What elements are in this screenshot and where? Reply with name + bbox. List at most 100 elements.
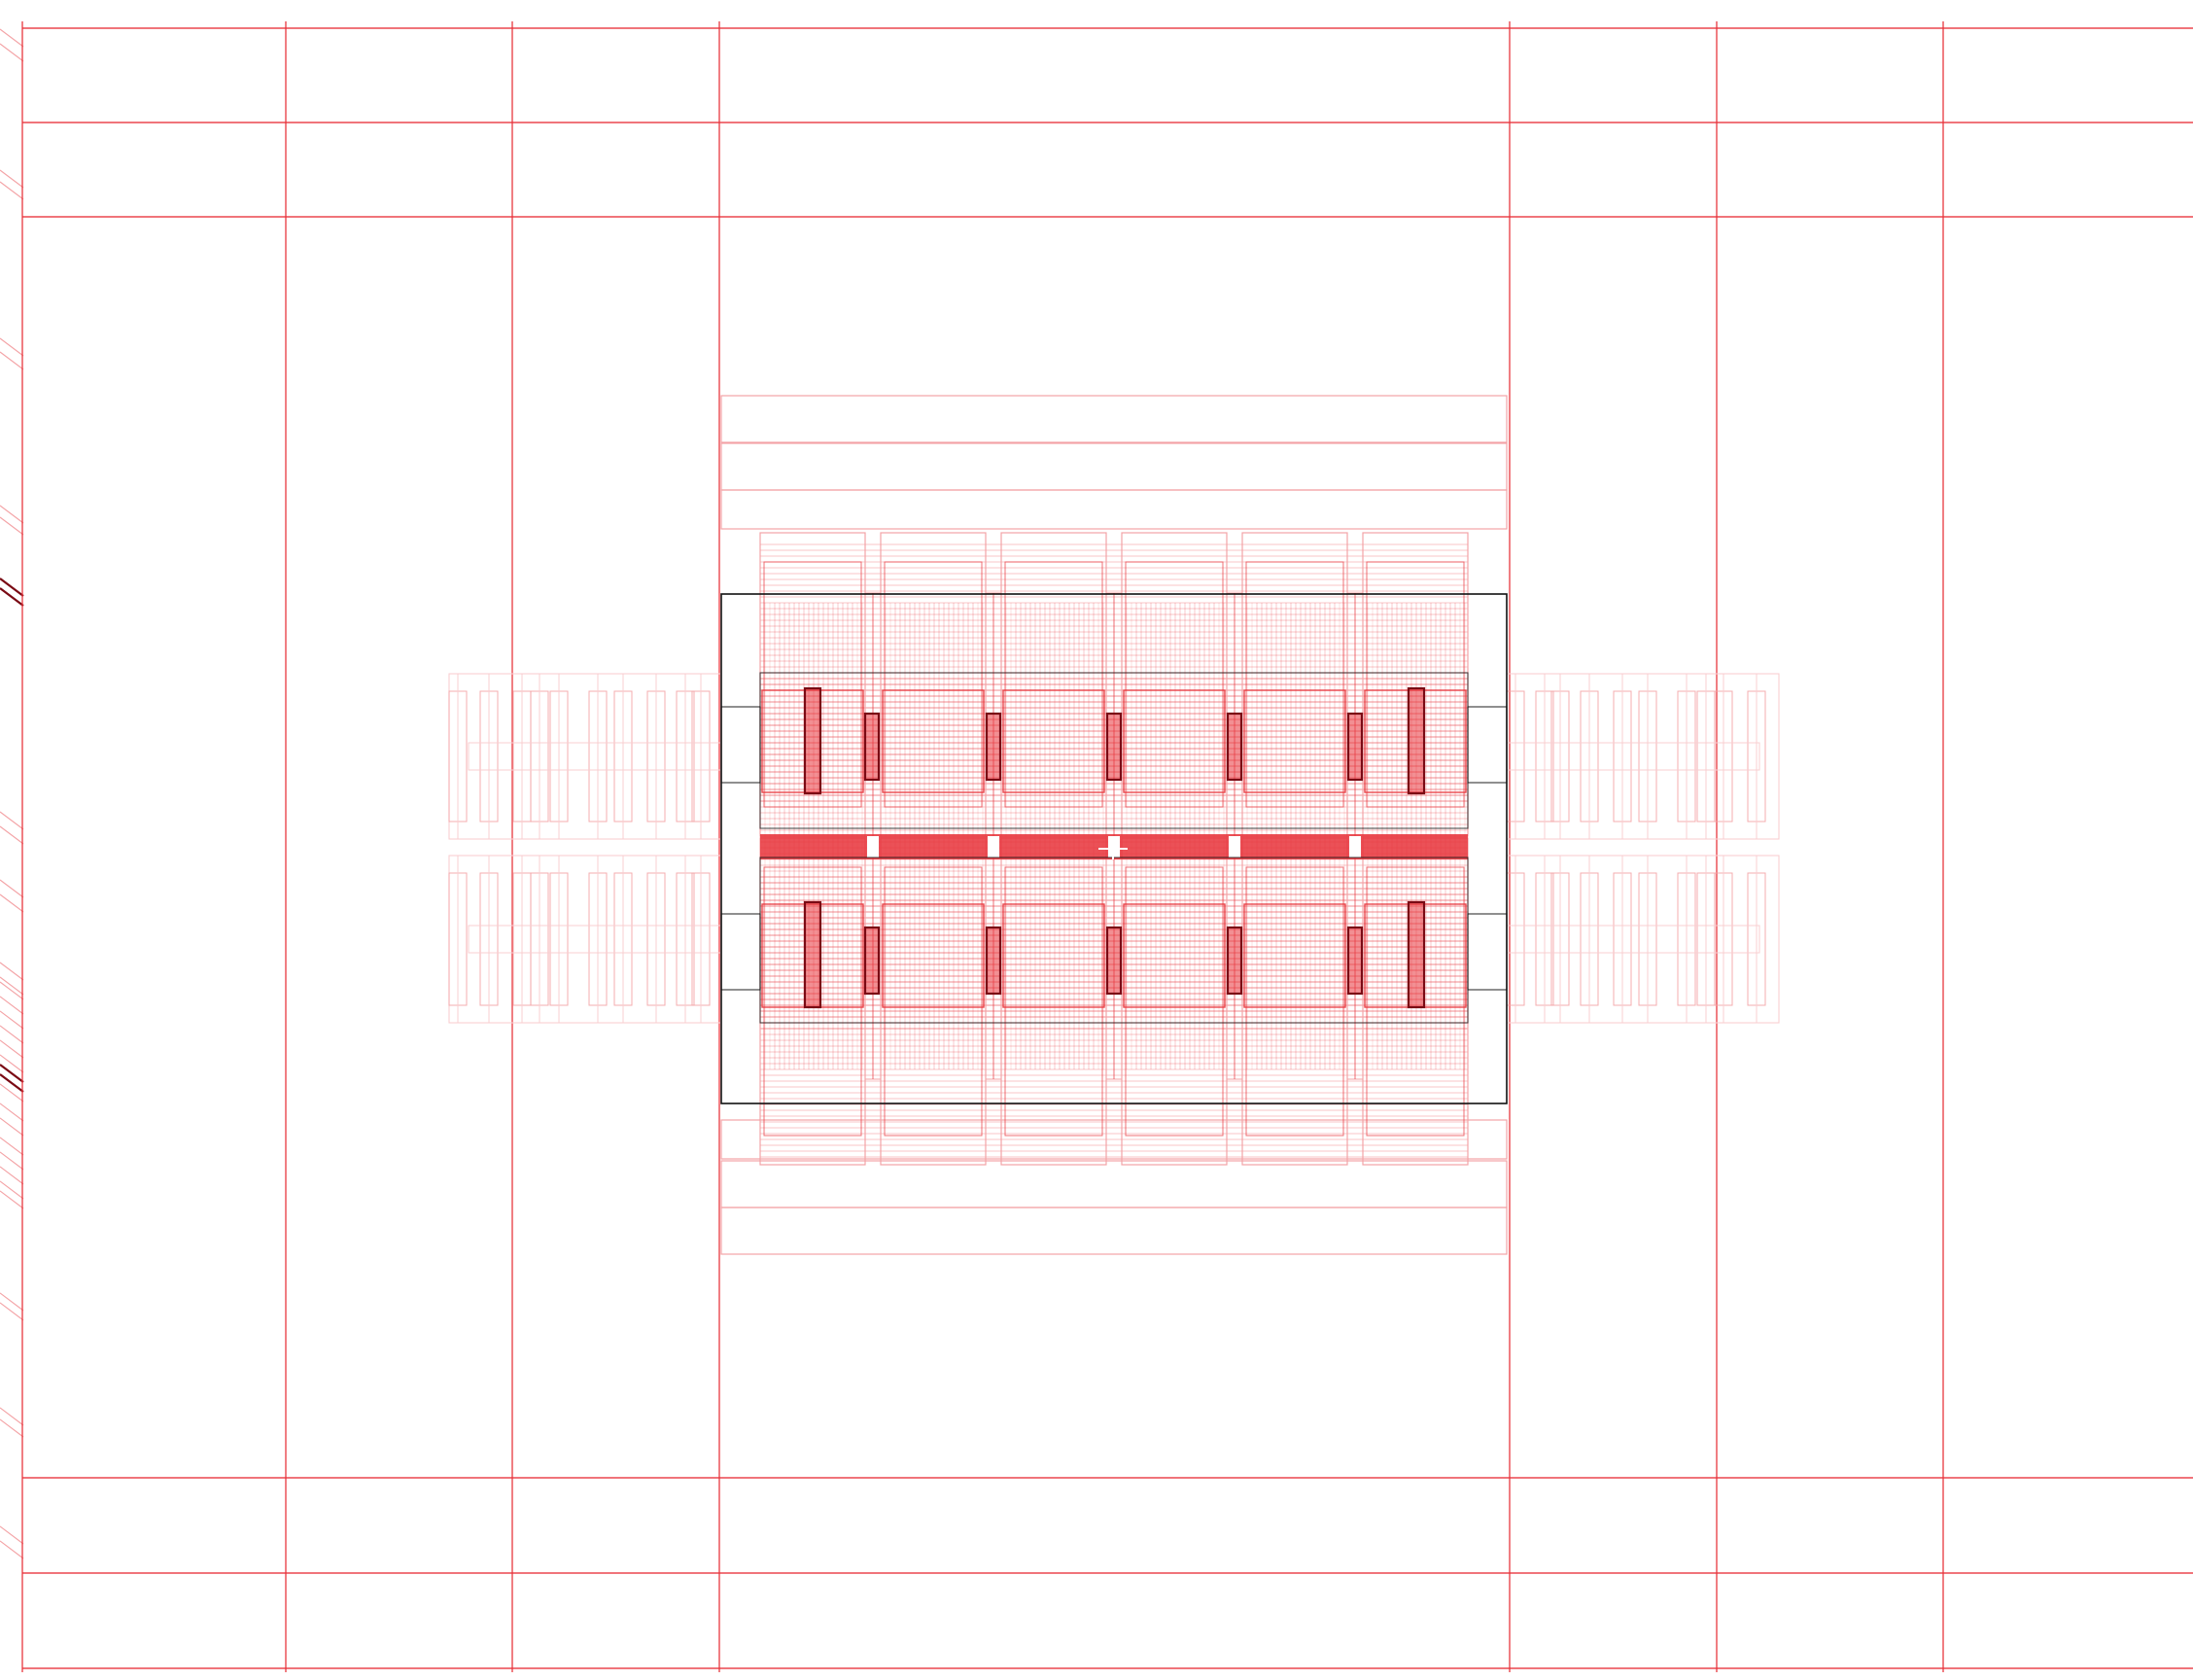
wing-frame [1506,673,1780,840]
left-edge-hatch-marks [0,28,24,1559]
bus-gap [867,836,879,858]
center-band [720,395,1508,443]
contact-pad [803,900,822,1009]
hatch-mark [0,1190,24,1209]
cell-inner [1366,561,1465,808]
device-outline [720,593,1508,1104]
hatch-mark [0,1540,24,1559]
hatch-mark [0,1525,24,1545]
cell-core [882,903,985,1008]
hatch-mark [0,1010,24,1030]
edge-contact-outline [1467,913,1508,991]
center-band [720,442,1508,491]
wing-frame [1506,855,1780,1024]
hatch-mark [0,578,24,597]
hatch-mark [0,893,24,913]
cell-inner [1245,561,1344,808]
cell-inner [763,866,862,1137]
contact-pad [1226,712,1243,782]
hatch-mark [0,879,24,898]
hatch-mark [0,996,24,1015]
hatch-mark [0,1064,24,1083]
hatch-mark [0,976,24,996]
hatch-mark [0,1166,24,1185]
center-band [720,1207,1508,1255]
hatch-mark [0,516,24,536]
contact-pad [1105,926,1123,996]
hatch-mark [0,1117,24,1137]
cell-inner [763,561,862,808]
hatch-mark [0,587,24,607]
hatch-mark [0,825,24,845]
hatch-mark [0,1025,24,1044]
wing-frame [448,855,722,1024]
cell-core [1123,903,1226,1008]
cell-core [1002,903,1105,1008]
cell-core [1002,689,1105,793]
center-band [720,1119,1508,1160]
contact-pad [1407,900,1426,1009]
contact-pad [1105,712,1123,782]
hatch-mark [0,981,24,1000]
edge-contact-outline [1467,706,1508,784]
contact-pad [1346,926,1364,996]
hatch-mark [0,1073,24,1093]
hatch-mark [0,1137,24,1156]
cell-core [882,689,985,793]
cell-inner [1004,866,1103,1137]
hatch-mark [0,169,24,189]
hatch-mark [0,505,24,524]
side-wing-structures [448,673,1780,1024]
center-band [720,489,1508,530]
hatch-mark [0,1039,24,1059]
black-outline-frame [720,593,1508,1104]
hatch-mark [0,1418,24,1438]
cell-core [1123,689,1226,793]
contact-pad [985,712,1002,782]
contact-pad [863,712,881,782]
contact-pad [1226,926,1243,996]
center-band [720,1160,1508,1208]
hatch-mark [0,1151,24,1171]
bus-gap [1349,836,1361,858]
hatch-mark [0,181,24,200]
contact-pad [1407,686,1426,795]
contact-pad [1346,712,1364,782]
outer-grid-lines [21,21,2193,1672]
hatch-mark [0,1180,24,1200]
cell-core [1243,903,1346,1008]
hatch-mark [0,351,24,370]
hatch-mark [0,962,24,981]
cell-inner [1004,561,1103,808]
cell-inner [884,866,983,1137]
wing-rail [468,925,722,954]
cell-inner [1245,866,1344,1137]
cell-inner [1125,561,1224,808]
hatch-mark [0,1083,24,1102]
hatch-mark [0,1102,24,1122]
hatch-mark [0,1054,24,1073]
edge-contact-outline [720,706,761,784]
edge-contact-outline [720,913,761,991]
hatch-mark [0,337,24,357]
cell-inner [884,561,983,808]
hatch-mark [0,43,24,62]
hatch-mark [0,811,24,830]
cell-core [1243,689,1346,793]
hatch-mark [0,28,24,48]
hatch-mark [0,1292,24,1312]
bus-gap [1229,836,1240,858]
hatch-mark [0,1407,24,1426]
contact-pad [863,926,881,996]
bus-gap [988,836,999,858]
hatch-mark [0,1302,24,1321]
wing-frame [448,673,722,840]
center-block-bands [720,395,1508,1255]
contact-pad [803,686,822,795]
contact-pad [985,926,1002,996]
cell-inner [1125,866,1224,1137]
cell-inner [1366,866,1465,1137]
wing-rail [468,742,722,771]
